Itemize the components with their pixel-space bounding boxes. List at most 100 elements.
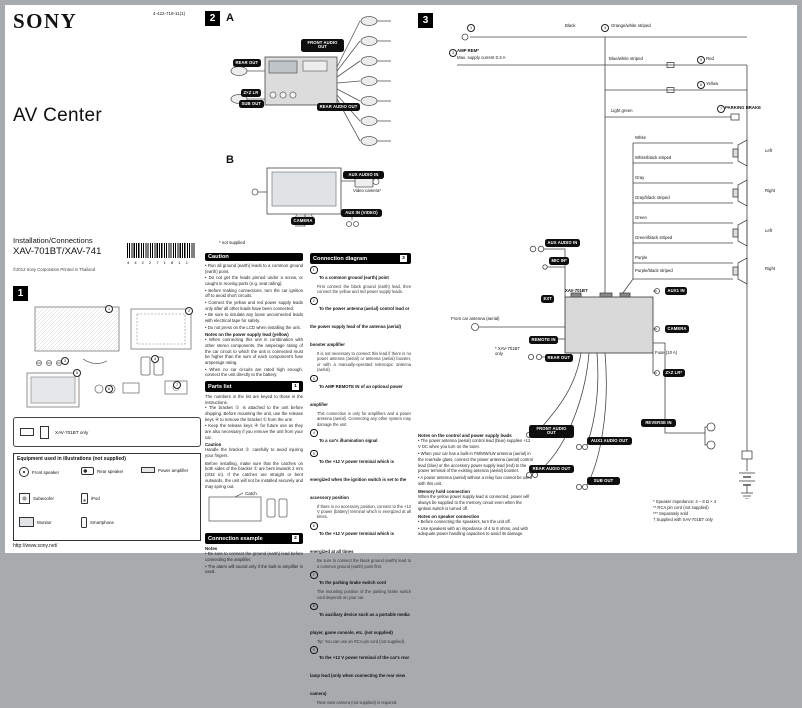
smartphone-icon xyxy=(81,517,87,528)
speaker-side-label: Right xyxy=(765,266,776,271)
power-lead-note: When no car circuits are rated high enou… xyxy=(205,367,303,378)
part-marker: 1 xyxy=(105,305,113,313)
connection-example-note: The alarm will sound only if the built-i… xyxy=(205,564,303,575)
equipment-label: Rear speaker xyxy=(97,468,124,474)
section-3-number: 3 xyxy=(418,13,433,28)
parts-list: The bracket ① is attached to the unit be… xyxy=(205,405,303,440)
item-heading: To the parking brake switch cord xyxy=(319,580,387,586)
connection-example-notes: Be sure to connect the ground (earth) le… xyxy=(205,551,303,575)
barcode xyxy=(127,243,195,258)
camera-jack: CAMERA xyxy=(665,325,689,333)
part-marker: 3 xyxy=(61,357,69,365)
not-supplied-note: * not supplied xyxy=(219,240,246,245)
speaker-wire-label: White xyxy=(635,135,646,140)
item-note: The mounting position of the parking bra… xyxy=(317,589,411,600)
red-wire-label: Red xyxy=(706,56,714,61)
parts-list-intro: The numbers in the list are keyed to tho… xyxy=(205,394,303,405)
aux-in-video-label: AUX IN (VIDEO) xyxy=(341,209,382,217)
aux1-audio-out-jack: AUX1 AUDIO OUT xyxy=(587,437,632,445)
model-only-note: XAV-701BT only xyxy=(55,429,89,435)
reverse-in-jack: REVERSE IN xyxy=(641,419,676,427)
speaker-wire-label: White/black striped xyxy=(635,155,672,160)
yellow-wire-label: Yellow xyxy=(706,81,719,86)
connection-example-notes-title: Notes xyxy=(205,546,218,552)
speaker-notes-list: Before connecting the speakers, turn the… xyxy=(418,519,534,538)
connection-example-header-label: Connection example xyxy=(208,535,263,542)
ipod-icon xyxy=(81,493,88,504)
diagram-footnotes: * Speaker impedance: 4 – 8 Ω × 4** RCA p… xyxy=(653,499,795,523)
equipment-title: Equipment used in illustrations (not sup… xyxy=(17,456,126,462)
speaker-notes-title: Notes on speaker connection xyxy=(418,513,480,519)
sony-logo: SONY xyxy=(13,9,78,33)
unit-model-label: XAV-701BT xyxy=(565,288,588,293)
speaker-wire-label: Gray/black striped xyxy=(635,195,670,200)
front-audio-out-jack: FRONT AUDIO OUT xyxy=(529,425,574,438)
amp-rem-note: Max. supply current 0.3 A xyxy=(457,55,506,60)
speaker-wire-label: Gray xyxy=(635,175,645,180)
front-speaker-icon xyxy=(19,467,29,477)
control-leads-notes: Notes on the control and power supply le… xyxy=(418,431,534,538)
acc-marker: 5 xyxy=(697,56,705,64)
equipment-label: iPod xyxy=(91,496,100,501)
item-note: Be sure to connect the black ground (ear… xyxy=(317,558,411,569)
item-heading: To AMP REMOTE IN of an optional power am… xyxy=(310,383,403,407)
item-heading: To the +12 V power terminal of the car's… xyxy=(310,655,410,697)
item-note: If there is no accessory position, conne… xyxy=(317,503,411,520)
item-note: First connect the black ground (earth) l… xyxy=(317,284,411,295)
equipment-item: Front speaker xyxy=(19,467,79,477)
model-only-parts-box: XAV-701BT only xyxy=(13,417,201,447)
section-2b-label: B xyxy=(226,154,234,166)
sub-out-label: SUB OUT xyxy=(239,100,264,108)
item-note: Tip: You can use an RCA pin cord (not su… xyxy=(317,638,406,644)
barcode-digits: 4 4 2 2 7 1 8 1 1 xyxy=(127,260,190,265)
aux1-in-jack: AUX1 IN xyxy=(665,287,688,295)
connection-diagram-item: 6To the +12 V power terminal which is en… xyxy=(310,522,411,569)
model-names: XAV-701BT/XAV-741 xyxy=(13,246,102,257)
bracket-catch-illustration: Catch xyxy=(208,491,288,522)
parts-list-header-label: Parts list xyxy=(208,383,232,390)
caution-column: Caution Run all ground (earth) leads to … xyxy=(205,250,303,708)
section-2-number: 2 xyxy=(205,11,220,26)
ground-marker: 1 xyxy=(467,24,475,32)
item-marker: 2 xyxy=(310,297,318,305)
item-heading: To the +12 V power terminal which is ene… xyxy=(310,458,407,500)
item-note: Rear view camera (not supplied) is requi… xyxy=(317,700,398,706)
power-lead-notes-list: When connecting this unit in combination… xyxy=(205,337,303,378)
item-note: It is not necessary to connect this lead… xyxy=(317,351,411,373)
page-title: AV Center xyxy=(13,105,102,126)
connection-diagram-item: 8To auxiliary device such as a portable … xyxy=(310,602,411,644)
caution-item: Run all ground (earth) leads to a common… xyxy=(205,263,303,274)
wiring-diagram-lines xyxy=(457,33,755,499)
manual-page: SONY 4-422-718-11(1) AV Center Installat… xyxy=(5,5,797,705)
equipment-item: Monitor xyxy=(19,517,79,527)
equipment-label: Power amplifier xyxy=(158,467,189,473)
remote-in-jack: REMOTE IN xyxy=(529,336,559,344)
connection-example-note: Be sure to connect the ground (earth) le… xyxy=(205,551,303,562)
caution-item: Do not get the leads pinned under a scre… xyxy=(205,275,303,286)
part-marker: 7 xyxy=(173,381,181,389)
diagram-footnote: ** RCA pin cord (not supplied) xyxy=(653,504,709,510)
item-marker: 9 xyxy=(310,646,318,654)
memory-hold-title: Memory hold connection xyxy=(418,489,470,494)
caution-item: Before making connections, turn the car … xyxy=(205,288,303,299)
item-heading: To auxiliary device such as a portable m… xyxy=(310,611,410,635)
equipment-item: Smartphone xyxy=(81,517,141,528)
item-marker: 8 xyxy=(310,602,318,610)
subwoofer-icon xyxy=(19,493,30,504)
ext-jack: EXT xyxy=(541,295,555,303)
scanned-manual: { "page": { "brand": "SONY", "doc_number… xyxy=(0,0,802,569)
camera-label: CAMERA xyxy=(291,217,315,225)
caution-item: Do not press on the LCD when installing … xyxy=(205,325,303,331)
model-only-footnote: * XAV-701BT only xyxy=(495,346,520,356)
connection-example-header-number: 2 xyxy=(291,534,300,544)
section-2a-label: A xyxy=(226,12,234,24)
parking-brake-label: PARKING BRAKE xyxy=(725,105,761,110)
part-icon xyxy=(20,428,34,436)
doc-number: 4-422-718-11(1) xyxy=(153,11,186,16)
parts-list-header-number: 1 xyxy=(291,382,300,392)
copyright-line: ©2012 Sony Corporation Printed in Thaila… xyxy=(13,267,96,272)
item-marker: 1 xyxy=(310,266,318,274)
middle-text-columns: Caution Run all ground (earth) leads to … xyxy=(205,250,411,708)
control-leads-notes-title: Notes on the control and power supply le… xyxy=(418,433,512,438)
sony-url: http://www.sony.net/ xyxy=(13,543,58,549)
